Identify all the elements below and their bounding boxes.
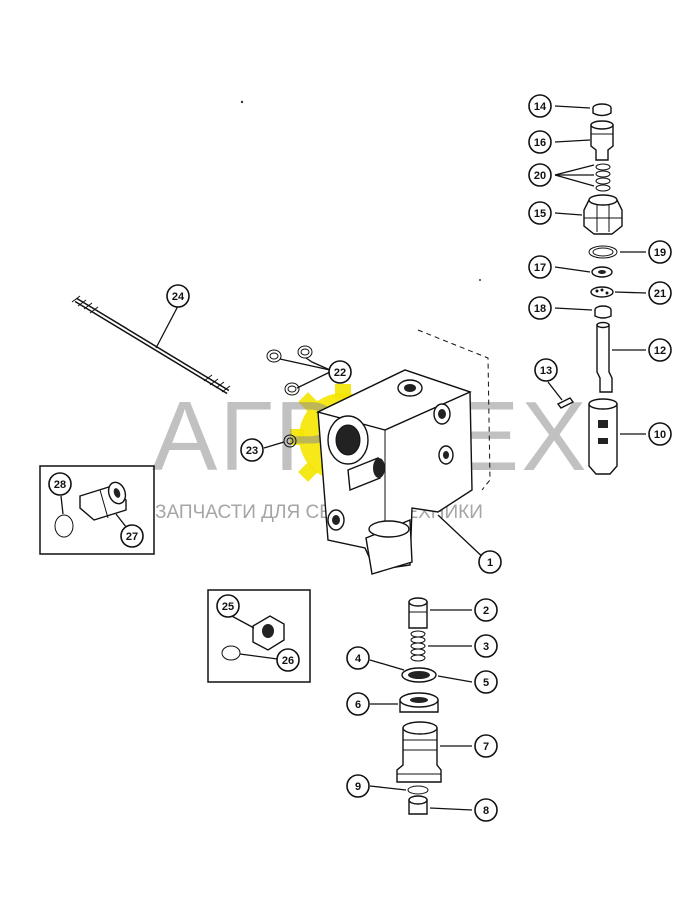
- callout-15: 15: [528, 201, 552, 225]
- svg-text:9: 9: [355, 781, 361, 793]
- callout-4: 4: [346, 646, 370, 670]
- callout-23: 23: [240, 438, 264, 462]
- stud-rod-part: [71, 295, 231, 395]
- watermark-brand-left: АГР: [152, 381, 342, 491]
- o-rings-22-23: [266, 345, 313, 448]
- inset-box-25-26: [207, 589, 311, 683]
- callout-16: 16: [528, 130, 552, 154]
- svg-text:1: 1: [487, 557, 493, 569]
- svg-text:15: 15: [534, 208, 546, 220]
- callout-1: 1: [478, 550, 502, 574]
- callout-21: 21: [648, 281, 672, 305]
- callout-6: 6: [346, 692, 370, 716]
- svg-text:18: 18: [534, 303, 546, 315]
- cartridge-parts-right: [556, 103, 623, 475]
- svg-text:23: 23: [246, 445, 258, 457]
- svg-text:8: 8: [483, 805, 489, 817]
- svg-text:16: 16: [534, 137, 546, 149]
- svg-text:17: 17: [534, 262, 546, 274]
- svg-text:22: 22: [334, 367, 346, 379]
- svg-text:19: 19: [654, 247, 666, 259]
- callout-22: 22: [328, 360, 352, 384]
- svg-text:27: 27: [126, 531, 138, 543]
- callout-20: 20: [528, 163, 552, 187]
- svg-text:13: 13: [540, 365, 552, 377]
- leader-lines: [60, 105, 647, 811]
- callout-14: 14: [528, 94, 552, 118]
- valve-body-part: [316, 329, 491, 575]
- svg-text:26: 26: [282, 655, 294, 667]
- svg-text:6: 6: [355, 699, 361, 711]
- svg-text:7: 7: [483, 741, 489, 753]
- svg-text:5: 5: [483, 677, 489, 689]
- callout-19: 19: [648, 240, 672, 264]
- inset-box-27-28: [39, 465, 155, 555]
- svg-text:25: 25: [222, 601, 234, 613]
- svg-text:3: 3: [483, 641, 489, 653]
- relief-valve-parts-bottom: [396, 597, 442, 815]
- callout-3: 3: [474, 634, 498, 658]
- callout-25: 25: [216, 594, 240, 618]
- callout-28: 28: [48, 472, 72, 496]
- svg-text:2: 2: [483, 605, 489, 617]
- svg-text:20: 20: [534, 170, 546, 182]
- callout-27: 27: [120, 524, 144, 548]
- callout-9: 9: [346, 774, 370, 798]
- callout-17: 17: [528, 255, 552, 279]
- callout-26: 26: [276, 648, 300, 672]
- callout-10: 10: [648, 422, 672, 446]
- callout-2: 2: [474, 598, 498, 622]
- svg-text:4: 4: [355, 653, 362, 665]
- callout-13: 13: [534, 358, 558, 382]
- callout-7: 7: [474, 734, 498, 758]
- svg-text:28: 28: [54, 479, 66, 491]
- svg-text:21: 21: [654, 288, 666, 300]
- speck: [479, 279, 481, 281]
- callout-18: 18: [528, 296, 552, 320]
- callout-5: 5: [474, 670, 498, 694]
- svg-text:24: 24: [172, 291, 185, 303]
- callout-8: 8: [474, 798, 498, 822]
- svg-text:14: 14: [534, 101, 547, 113]
- speck: [240, 100, 244, 104]
- svg-text:10: 10: [654, 429, 666, 441]
- callout-24: 24: [166, 284, 190, 308]
- callout-12: 12: [648, 338, 672, 362]
- svg-text:12: 12: [654, 345, 666, 357]
